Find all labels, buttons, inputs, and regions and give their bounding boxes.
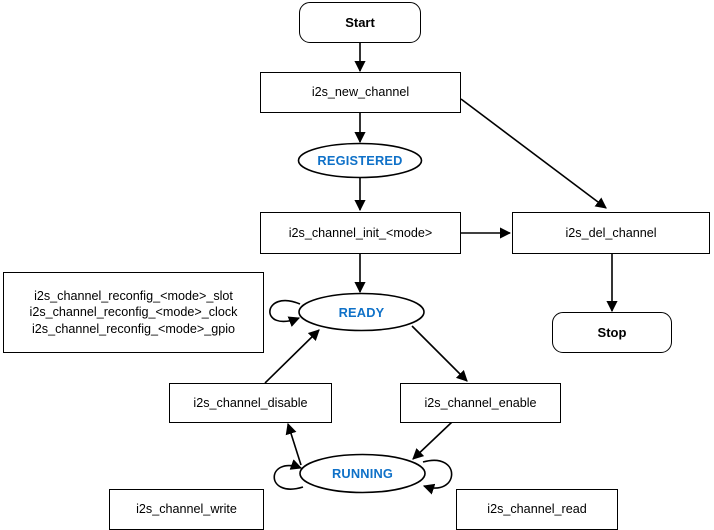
- edge-running-self-loop-read: [422, 459, 453, 495]
- edge-enable-to-running: [412, 421, 453, 460]
- state-ready[interactable]: READY: [299, 294, 424, 330]
- node-i2s-channel-enable-label: i2s_channel_enable: [424, 395, 537, 410]
- node-i2s-new-channel-label: i2s_new_channel: [311, 85, 410, 100]
- node-stop-label: Stop: [597, 324, 627, 340]
- state-registered-label: REGISTERED: [317, 153, 403, 168]
- state-running-label: RUNNING: [331, 466, 394, 481]
- node-i2s-new-channel[interactable]: i2s_new_channel: [260, 72, 461, 113]
- state-ellipse-running: [299, 453, 426, 494]
- edge-running-to-disable: [285, 422, 302, 466]
- node-stop[interactable]: Stop: [552, 312, 672, 353]
- reconfig-gpio-label: i2s_channel_reconfig_<mode>_gpio: [31, 321, 236, 336]
- node-i2s-del-channel-label: i2s_del_channel: [565, 225, 657, 240]
- node-i2s-channel-init-label: i2s_channel_init_<mode>: [288, 225, 433, 240]
- edge-running-self-loop-write: [273, 459, 304, 490]
- state-registered[interactable]: REGISTERED: [298, 143, 422, 178]
- node-i2s-channel-disable-label: i2s_channel_disable: [193, 395, 308, 410]
- state-ellipse-registered: [297, 142, 423, 179]
- node-start-label: Start: [345, 14, 375, 30]
- node-i2s-del-channel[interactable]: i2s_del_channel: [512, 212, 710, 254]
- edge-new-channel-to-del-channel: [460, 98, 607, 209]
- node-start[interactable]: Start: [299, 2, 421, 43]
- node-i2s-channel-enable[interactable]: i2s_channel_enable: [400, 383, 561, 423]
- node-reconfig-group[interactable]: i2s_channel_reconfig_<mode>_slot i2s_cha…: [3, 272, 264, 353]
- state-ready-label: READY: [338, 304, 385, 320]
- node-i2s-channel-read[interactable]: i2s_channel_read: [456, 489, 618, 530]
- node-i2s-channel-write-label: i2s_channel_write: [136, 502, 237, 517]
- edge-ready-self-loop: [269, 299, 301, 327]
- node-i2s-channel-read-label: i2s_channel_read: [487, 502, 587, 517]
- reconfig-slot-label: i2s_channel_reconfig_<mode>_slot: [34, 288, 233, 303]
- edge-ready-to-enable: [411, 325, 468, 382]
- reconfig-clock-label: i2s_channel_reconfig_<mode>_clock: [29, 305, 238, 320]
- node-i2s-channel-write[interactable]: i2s_channel_write: [109, 489, 264, 530]
- state-running[interactable]: RUNNING: [300, 455, 425, 492]
- state-ellipse-ready: [298, 292, 425, 332]
- node-i2s-channel-init[interactable]: i2s_channel_init_<mode>: [260, 212, 461, 254]
- edge-disable-to-ready: [264, 329, 320, 384]
- node-i2s-channel-disable[interactable]: i2s_channel_disable: [169, 383, 332, 423]
